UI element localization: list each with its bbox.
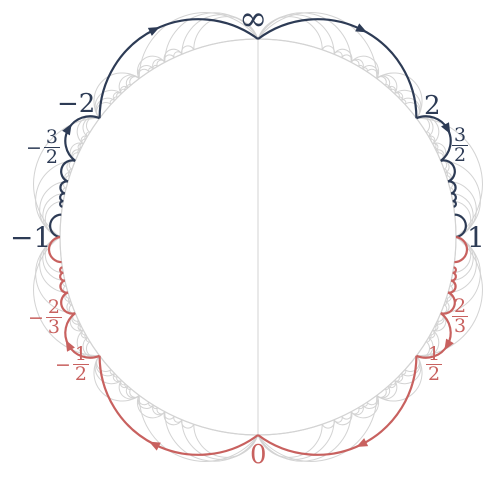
farey-geodesic	[404, 102, 420, 119]
upper-path-arc	[440, 159, 456, 183]
arrow-icon	[441, 122, 451, 135]
farey-geodesic	[257, 355, 417, 456]
farey-geodesic	[99, 355, 259, 456]
farey-geodesic	[257, 18, 417, 119]
label-neg-one-half: − 1 2	[55, 343, 90, 386]
label-two: 2	[424, 91, 441, 121]
farey-geodesic	[416, 117, 483, 238]
farey-geodesic	[321, 45, 335, 55]
farey-geodesic	[138, 395, 259, 462]
label-zero: 0	[250, 440, 267, 470]
farey-geodesic	[138, 12, 259, 79]
arrow-icon	[148, 441, 161, 451]
farey-geodesic	[366, 68, 379, 79]
farey-geodesic	[257, 12, 352, 63]
farey-geodesic	[376, 388, 387, 398]
farey-geodesic	[193, 16, 259, 50]
farey-geodesic	[341, 54, 353, 63]
farey-geodesic	[181, 45, 195, 55]
label-neg-two-thirds: − 2 3	[28, 296, 63, 339]
farey-geodesic	[404, 355, 420, 372]
farey-geodesic	[33, 117, 100, 238]
lower-path-arc	[98, 355, 259, 456]
farey-geodesic	[376, 76, 387, 86]
farey-geodesic	[137, 68, 150, 79]
lower-path-arc	[452, 266, 457, 274]
farey-geodesic	[59, 236, 259, 436]
arrow-icon	[444, 338, 454, 351]
label-infinity: ∞	[239, 0, 268, 39]
upper-path-arc	[452, 200, 457, 208]
farey-geodesic	[341, 411, 353, 420]
arrow-icon	[62, 123, 72, 136]
label-neg-one: −1	[10, 221, 52, 254]
arrow-icon	[147, 26, 160, 36]
farey-geodesic	[163, 54, 175, 63]
upper-path-arc	[98, 18, 259, 119]
arrow-icon	[355, 23, 368, 33]
label-one: 1	[467, 221, 485, 254]
upper-path-tail	[454, 213, 467, 239]
farey-geodesic	[257, 411, 352, 462]
arrow-icon	[65, 339, 75, 352]
label-one-half: 1 2	[426, 343, 443, 386]
lower-path-arc	[60, 291, 76, 315]
farey-geodesic	[257, 38, 457, 238]
lower-path-arc	[440, 291, 456, 315]
label-neg-two: −2	[57, 89, 96, 119]
label-neg-three-halves: − 3 2	[26, 126, 61, 169]
farey-geodesic	[33, 236, 100, 357]
arrow-icon	[356, 438, 369, 448]
farey-geodesic	[321, 419, 335, 429]
farey-geodesic	[164, 411, 259, 462]
label-three-halves: 3 2	[452, 124, 469, 167]
farey-geodesic	[96, 102, 112, 119]
farey-geodesic	[193, 424, 259, 458]
farey-geodesic	[96, 355, 112, 372]
upper-path-arc	[60, 159, 76, 183]
farey-geodesic	[181, 419, 195, 429]
farey-geodesic	[257, 12, 378, 79]
label-two-thirds: 2 3	[452, 295, 469, 338]
lower-path-tail	[454, 235, 469, 264]
lower-path-tail	[47, 235, 62, 264]
farey-geodesic	[366, 395, 379, 406]
farey-geodesic	[163, 411, 175, 420]
upper-path-tail	[49, 213, 62, 239]
farey-geodesic	[129, 76, 140, 86]
lower-path-arc	[59, 266, 64, 274]
farey-geodesic	[137, 395, 150, 406]
farey-geodesic	[257, 16, 323, 50]
lower-path-arc	[257, 355, 418, 456]
farey-geodesic	[257, 424, 323, 458]
farey-geodesic	[257, 395, 378, 462]
upper-path-arc	[257, 18, 418, 119]
farey-geodesic	[164, 12, 259, 63]
farey-geodesic	[99, 18, 259, 119]
farey-geodesic	[129, 388, 140, 398]
farey-geodesic	[257, 236, 457, 436]
upper-path-arc	[59, 200, 64, 208]
farey-geodesic	[59, 38, 259, 238]
farey-geodesic	[416, 236, 483, 357]
